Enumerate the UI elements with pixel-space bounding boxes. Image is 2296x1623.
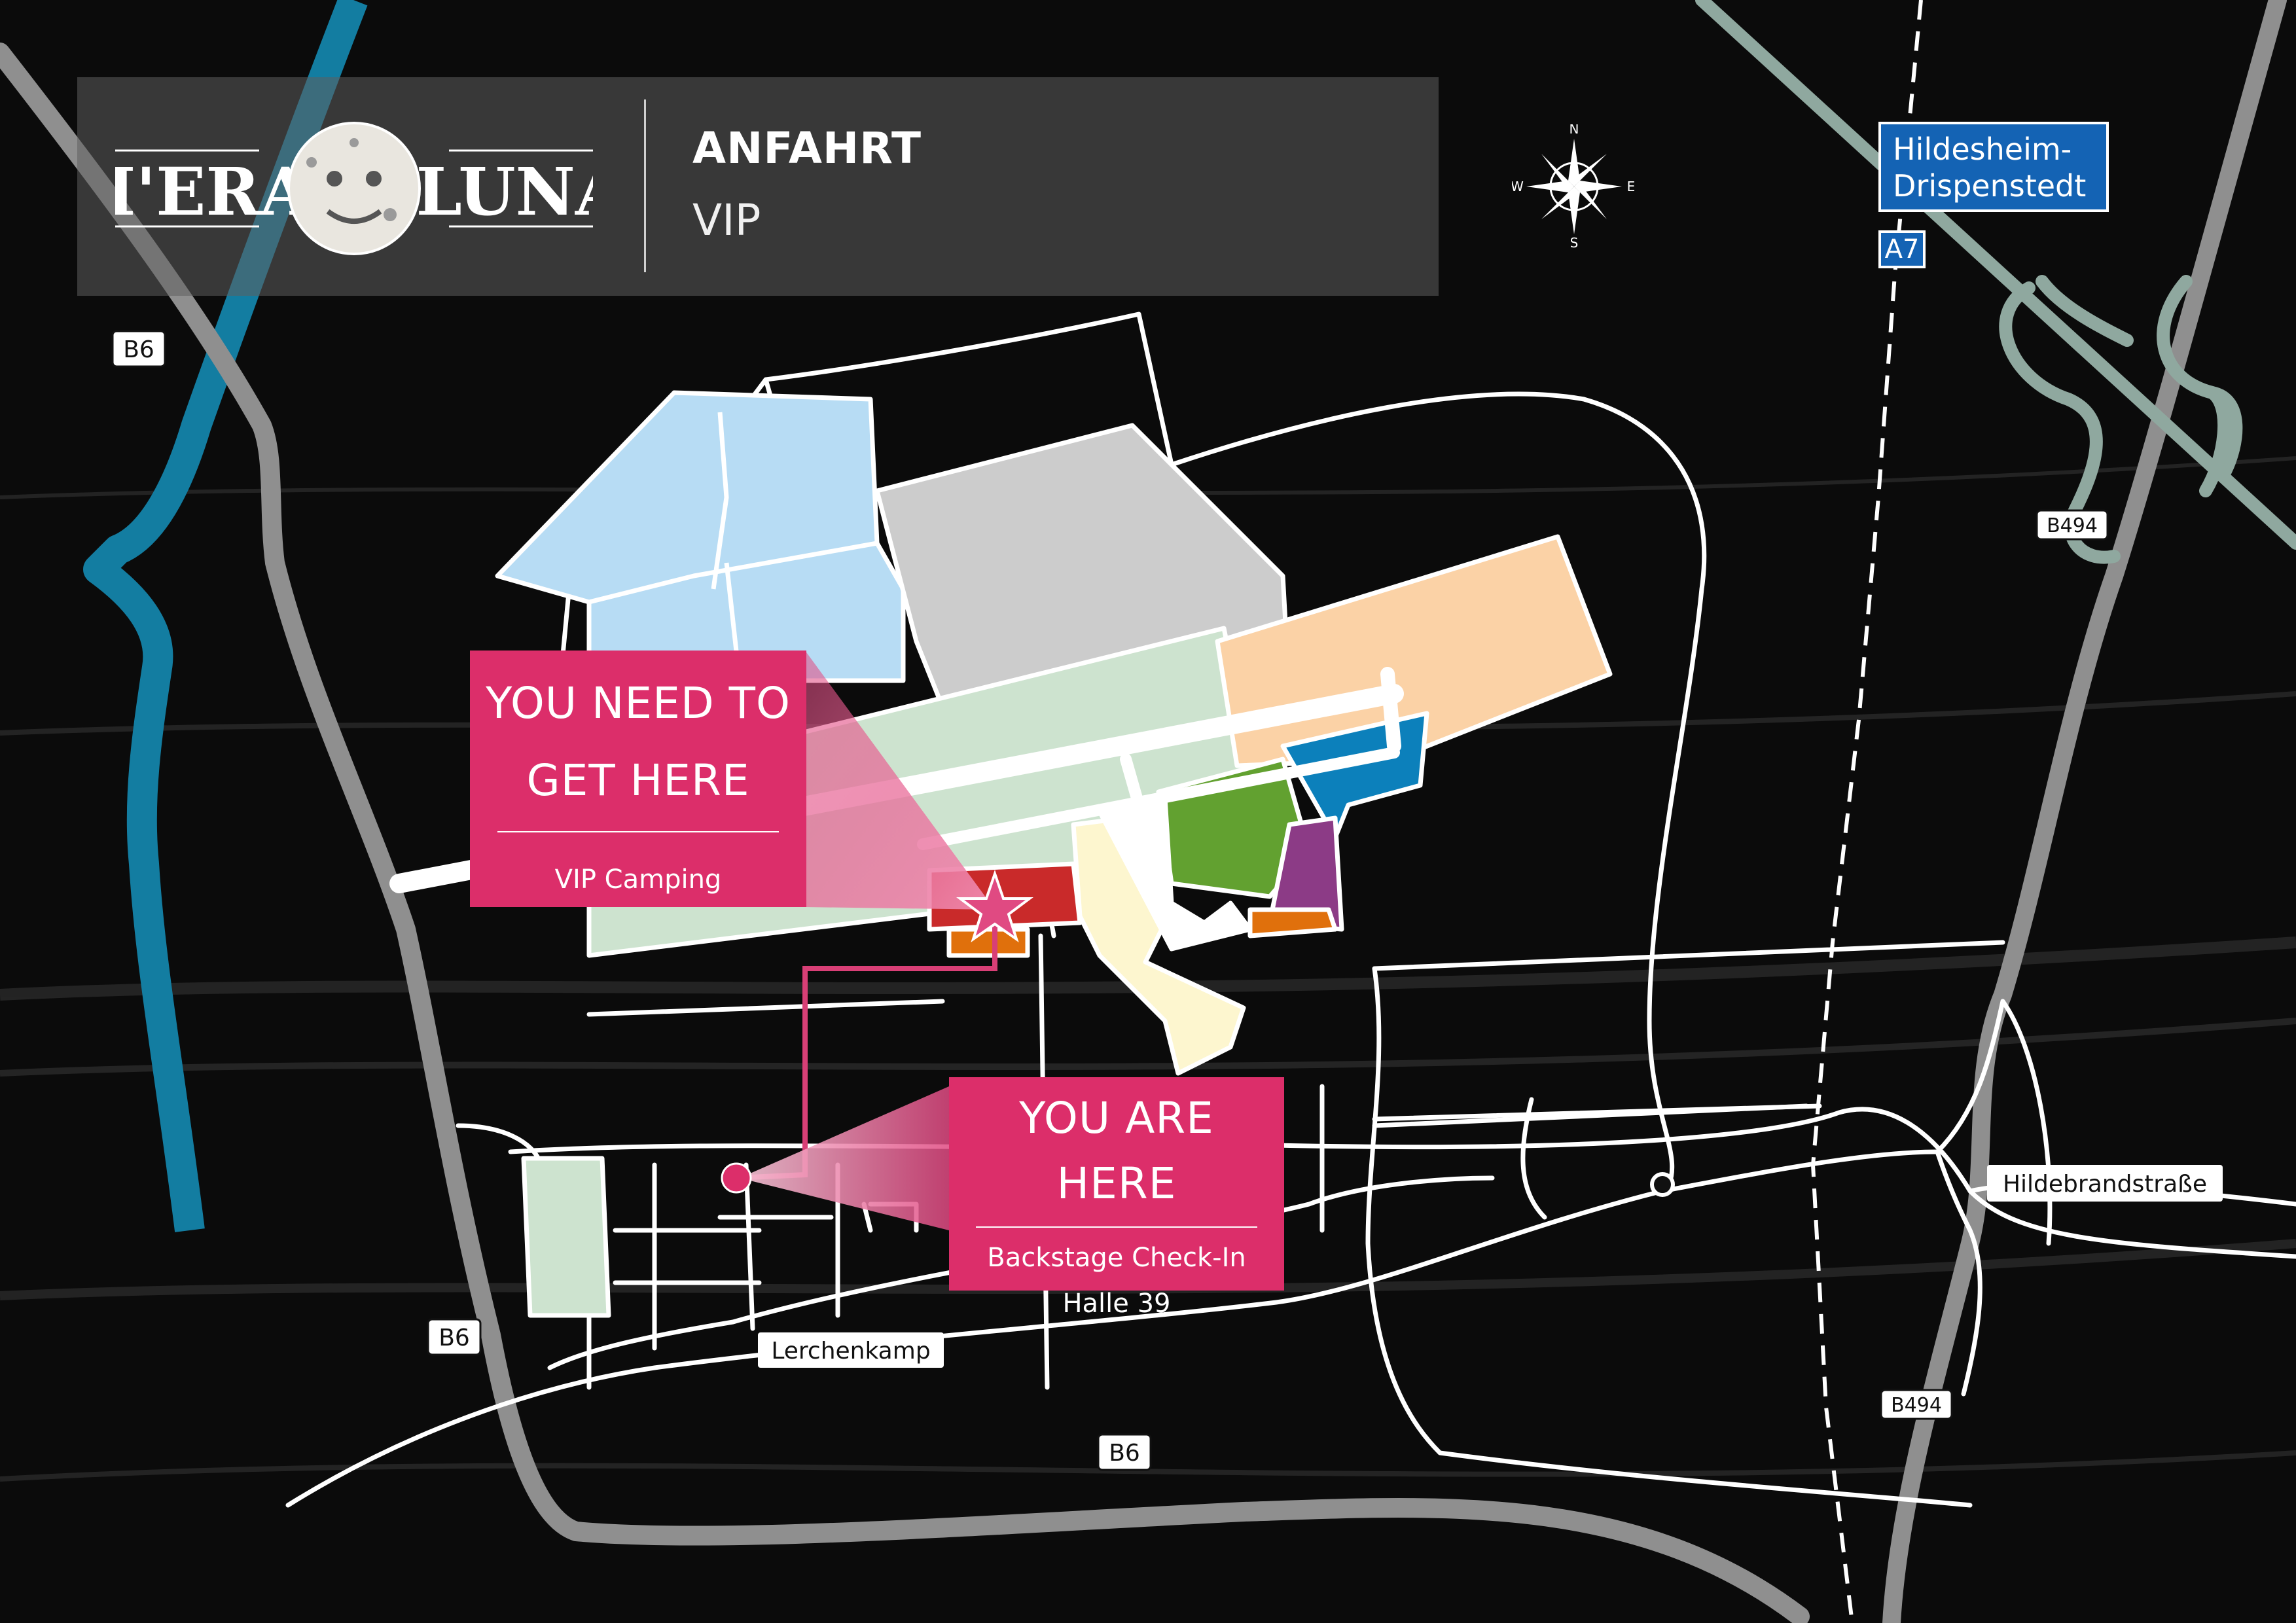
roundabout [1650, 1172, 1675, 1197]
location-divider [976, 1226, 1257, 1228]
destination-heading-line1: YOU NEED TO [486, 678, 791, 728]
location-beam [740, 1086, 949, 1230]
highway-route-shield: A7 [1878, 230, 1926, 268]
road-label-b6-west: B6 [439, 1325, 470, 1351]
destination-beam [805, 651, 995, 910]
road-shields: B6 B6 B6 B494 B494 Hildebrandstraße Lerc… [111, 330, 2223, 1471]
destination-star-marker [956, 869, 1033, 943]
road-label-hildebrandstrasse: Hildebrandstraße [2003, 1171, 2207, 1198]
road-label-b6-top: B6 [123, 336, 154, 363]
destination-callout: YOU NEED TO GET HERE VIP Camping [470, 651, 806, 907]
current-location-marker [721, 1162, 752, 1194]
highway-a7 [1810, 0, 1923, 1623]
location-caption-line2: Halle 39 [1062, 1289, 1171, 1319]
motorway-interchange [1695, 0, 2296, 564]
location-caption-line1: Backstage Check-In [987, 1243, 1246, 1273]
logo-text-left: M'ERA [115, 153, 312, 230]
area-orange-east [1247, 907, 1338, 938]
area-white [1097, 796, 1253, 952]
destination-divider [497, 831, 779, 832]
road-label-b6-south: B6 [1109, 1440, 1140, 1467]
page-subtitle: VIP [692, 195, 761, 245]
area-purple [1267, 815, 1344, 932]
location-callout: YOU ARE HERE Backstage Check-In Halle 39 [949, 1077, 1284, 1319]
compass-rose: N S W E [1511, 121, 1636, 251]
road-label-b494-north: B494 [2047, 514, 2098, 537]
location-heading-line1: YOU ARE [1019, 1093, 1214, 1143]
compass-e: E [1627, 179, 1636, 194]
road-label-lerchenkamp: Lerchenkamp [771, 1338, 930, 1364]
highway-destination-sign: Hildesheim- Drispenstedt [1878, 122, 2109, 212]
compass-w: W [1512, 179, 1524, 194]
compass-s: S [1570, 235, 1579, 249]
destination-caption: VIP Camping [554, 865, 722, 895]
moon-face-icon [287, 122, 421, 255]
compass-icon: N S W E [1511, 121, 1636, 251]
sign-city-line2: Drispenstedt [1893, 168, 2087, 204]
header-divider [644, 99, 646, 272]
destination-heading-line2: GET HERE [526, 755, 750, 806]
sign-city-line1: Hildesheim- [1893, 132, 2072, 167]
road-label-b494-south: B494 [1891, 1394, 1942, 1417]
camping-mint-southwest [521, 1156, 611, 1318]
location-heading-line2: HERE [1056, 1158, 1177, 1209]
page-title: ANFAHRT [692, 123, 922, 173]
compass-n: N [1570, 124, 1579, 137]
